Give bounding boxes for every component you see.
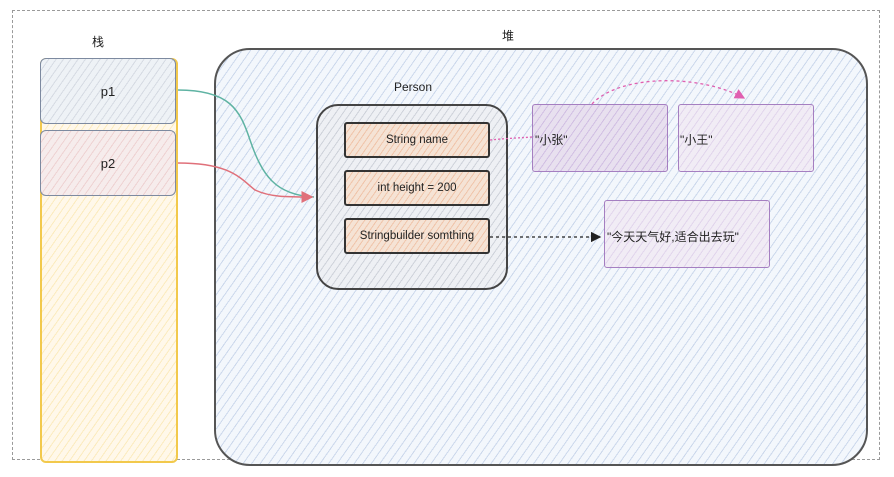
field-string-name-label: String name <box>385 134 448 146</box>
field-int-height: int height = 200 <box>344 170 490 206</box>
string-zhang-text: "小张" <box>535 133 568 147</box>
p1-reference-arrow <box>177 89 315 198</box>
person-label: Person <box>394 80 433 94</box>
string-weather-box <box>604 200 770 268</box>
field-stringbuilder-label: Stringbuilder somthing <box>359 230 475 242</box>
p2-reference-arrow <box>177 162 314 203</box>
stack-slot-p1: p1 <box>40 58 176 124</box>
string-weather-text: "今天天气好,适合出去玩" <box>607 230 739 244</box>
string-wang-box <box>678 104 814 172</box>
string-zhang-box <box>532 104 668 172</box>
stack-slot-p2-label: p2 <box>100 155 116 171</box>
stack-column <box>40 58 178 463</box>
field-string-name: String name <box>344 122 490 158</box>
stack-slot-p1-label: p1 <box>100 83 116 99</box>
heap-label: 堆 <box>502 29 515 43</box>
string-wang-text: "小王" <box>680 133 713 147</box>
field-int-height-label: int height = 200 <box>377 182 457 194</box>
stack-label: 栈 <box>92 35 105 49</box>
name-reassign-arrow <box>591 80 746 105</box>
stack-slot-p2: p2 <box>40 130 176 196</box>
name-reference-line <box>489 136 533 141</box>
field-stringbuilder: Stringbuilder somthing <box>344 218 490 254</box>
